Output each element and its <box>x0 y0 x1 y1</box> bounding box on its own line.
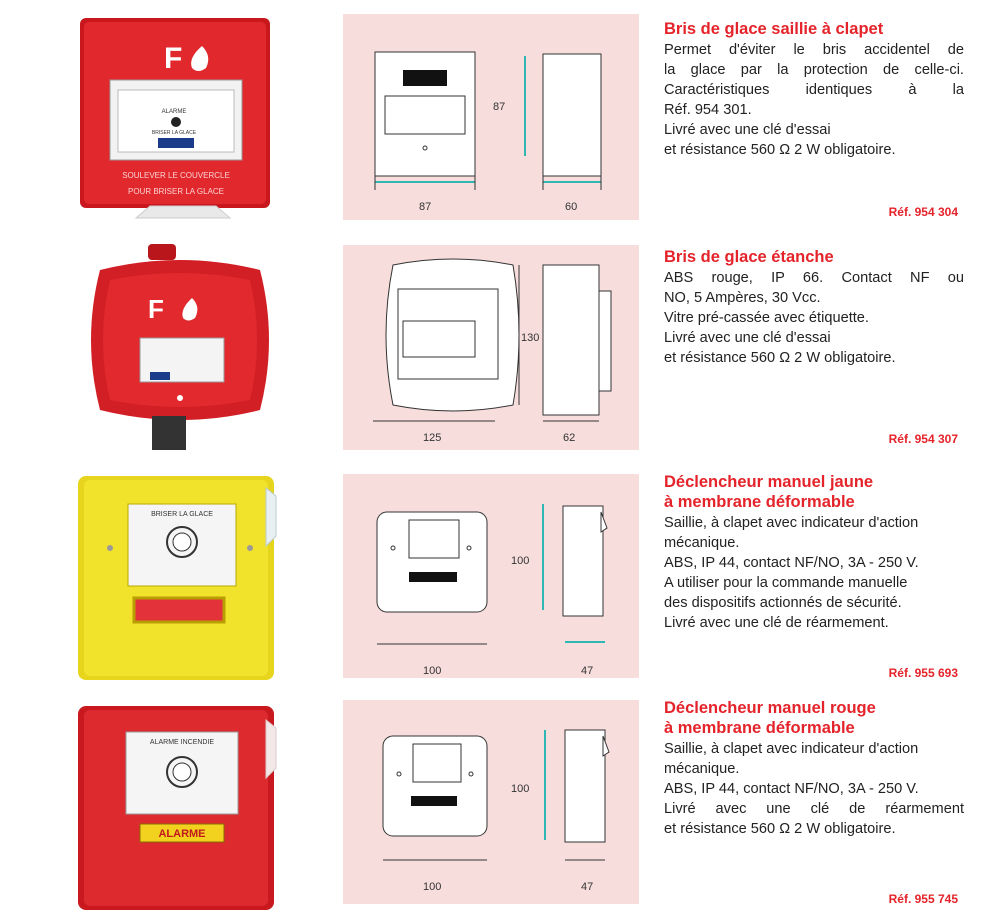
product-text-line: Saillie, à clapet avec indicateur d'acti… <box>664 741 919 757</box>
product-title: Bris de glace étanche <box>664 248 834 266</box>
photo-letter: F <box>164 42 182 75</box>
product-text-line: Permet d'éviter le bris accidentel de <box>664 42 964 58</box>
product-text-line: Livré avec une clé d'essai <box>664 330 831 346</box>
dimension-panel-955745: 100 100 47 <box>343 700 639 904</box>
product-text-line: ABS, IP 44, contact NF/NO, 3A - 250 V. <box>664 555 919 571</box>
product-photo-955693: BRISER LA GLACE <box>70 468 285 686</box>
product-reference: Réf. 954 307 <box>888 432 958 446</box>
product-title: Déclencheur manuel jaune <box>664 473 874 491</box>
product-title: Déclencheur manuel rouge <box>664 699 876 717</box>
dim-depth: 62 <box>563 432 575 444</box>
product-text-line: Livré avec une clé de réarmement. <box>664 615 889 631</box>
dim-width: 125 <box>423 432 441 444</box>
product-text-line: des dispositifs actionnés de sécurité. <box>664 595 902 611</box>
product-text-line: Livré avec une clé de réarmement <box>664 801 964 817</box>
product-photo-955745: ALARME INCENDIE ALARME <box>70 700 285 918</box>
product-title: à membrane déformable <box>664 719 855 737</box>
product-description-954307: Bris de glace étanche ABS rouge, IP 66. … <box>664 248 964 368</box>
product-description-954304: Bris de glace saillie à clapet Permet d'… <box>664 20 964 160</box>
product-text-line: et résistance 560 Ω 2 W obligatoire. <box>664 350 896 366</box>
dim-depth: 60 <box>565 201 577 213</box>
product-reference: Réf. 955 693 <box>888 666 958 680</box>
dim-height: 100 <box>511 783 529 795</box>
product-reference: Réf. 955 745 <box>888 892 958 906</box>
dimension-panel-954307: 130 125 62 <box>343 245 639 450</box>
product-title: Bris de glace saillie à clapet <box>664 20 884 38</box>
photo-letter: F <box>148 294 164 324</box>
dim-width: 100 <box>423 881 441 893</box>
photo-label-break-glass: POUR BRISER LA GLACE <box>128 187 224 196</box>
dim-width: 87 <box>419 201 431 213</box>
dim-depth: 47 <box>581 665 593 677</box>
product-text-line: et résistance 560 Ω 2 W obligatoire. <box>664 142 896 158</box>
dimension-panel-955693: 100 100 47 <box>343 474 639 678</box>
photo-label-lift: SOULEVER LE COUVERCLE <box>122 171 230 180</box>
product-reference: Réf. 954 304 <box>888 205 958 219</box>
dim-width: 100 <box>423 665 441 677</box>
dim-depth: 47 <box>581 881 593 893</box>
product-text-line: Vitre pré-cassée avec étiquette. <box>664 310 869 326</box>
product-text-line: ABS rouge, IP 66. Contact NF ou <box>664 270 964 286</box>
photo-label: BRISER LA GLACE <box>151 511 213 518</box>
photo-label-break: BRISER LA GLACE <box>152 130 197 136</box>
product-text-line: mécanique. <box>664 535 740 551</box>
dim-height: 100 <box>511 555 529 567</box>
product-text-line: et résistance 560 Ω 2 W obligatoire. <box>664 821 896 837</box>
product-text-line: la glace par la protection de celle-ci. <box>664 62 964 78</box>
product-description-955693: Déclencheur manuel jaune à membrane défo… <box>664 473 964 633</box>
photo-label: ALARME INCENDIE <box>150 739 215 746</box>
product-text-line: Réf. 954 301. <box>664 102 752 118</box>
product-text-line: Caractéristiques identiques à la <box>664 82 964 98</box>
product-text-line: A utiliser pour la commande manuelle <box>664 575 908 591</box>
product-text-line: ABS, IP 44, contact NF/NO, 3A - 250 V. <box>664 781 919 797</box>
photo-window-label: ALARME <box>158 828 205 840</box>
product-title: à membrane déformable <box>664 493 855 511</box>
photo-label-alarm: ALARME <box>162 109 187 115</box>
product-photo-954304: F ALARME BRISER LA GLACE SOULEVER LE COU… <box>70 10 285 225</box>
product-text-line: mécanique. <box>664 761 740 777</box>
product-text-line: Livré avec une clé d'essai <box>664 122 831 138</box>
dim-height: 87 <box>493 101 505 113</box>
product-text-line: NO, 5 Ampères, 30 Vcc. <box>664 290 821 306</box>
dim-height: 130 <box>521 332 539 344</box>
product-description-955745: Déclencheur manuel rouge à membrane défo… <box>664 699 964 839</box>
product-photo-954307: F <box>70 240 285 460</box>
product-text-line: Saillie, à clapet avec indicateur d'acti… <box>664 515 919 531</box>
dimension-panel-954304: 87 87 60 <box>343 14 639 220</box>
